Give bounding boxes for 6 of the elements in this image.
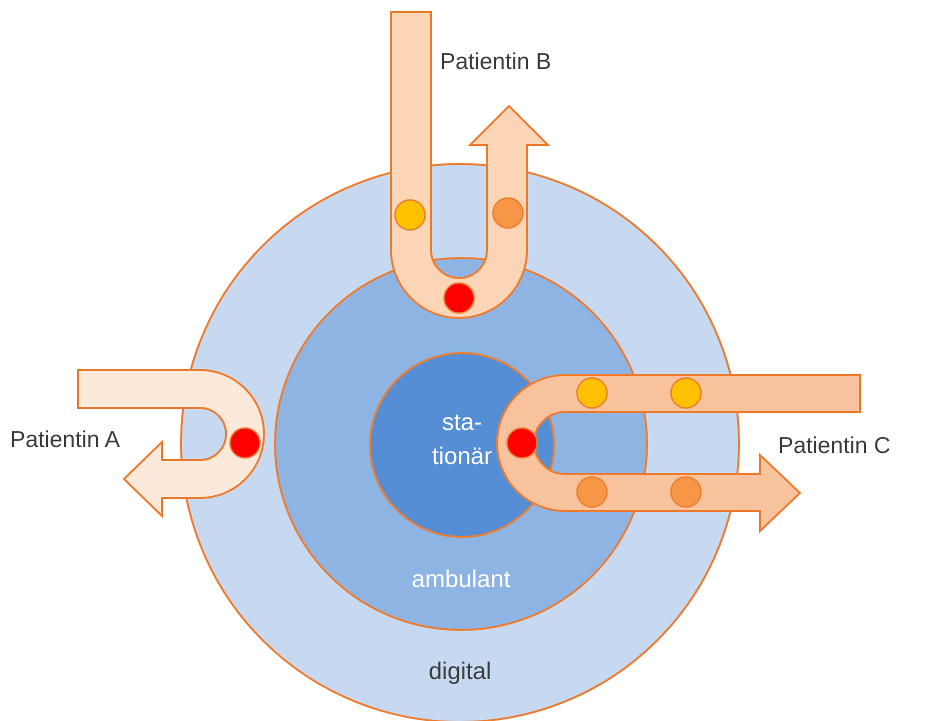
zone-label: digital — [428, 657, 492, 687]
patient-label: Patientin A — [10, 425, 120, 454]
zone-label: sta- tionär — [430, 408, 494, 472]
zone-label: ambulant — [412, 565, 510, 595]
patient-label: Patientin B — [440, 47, 552, 76]
patient-label: Patientin C — [778, 431, 891, 460]
